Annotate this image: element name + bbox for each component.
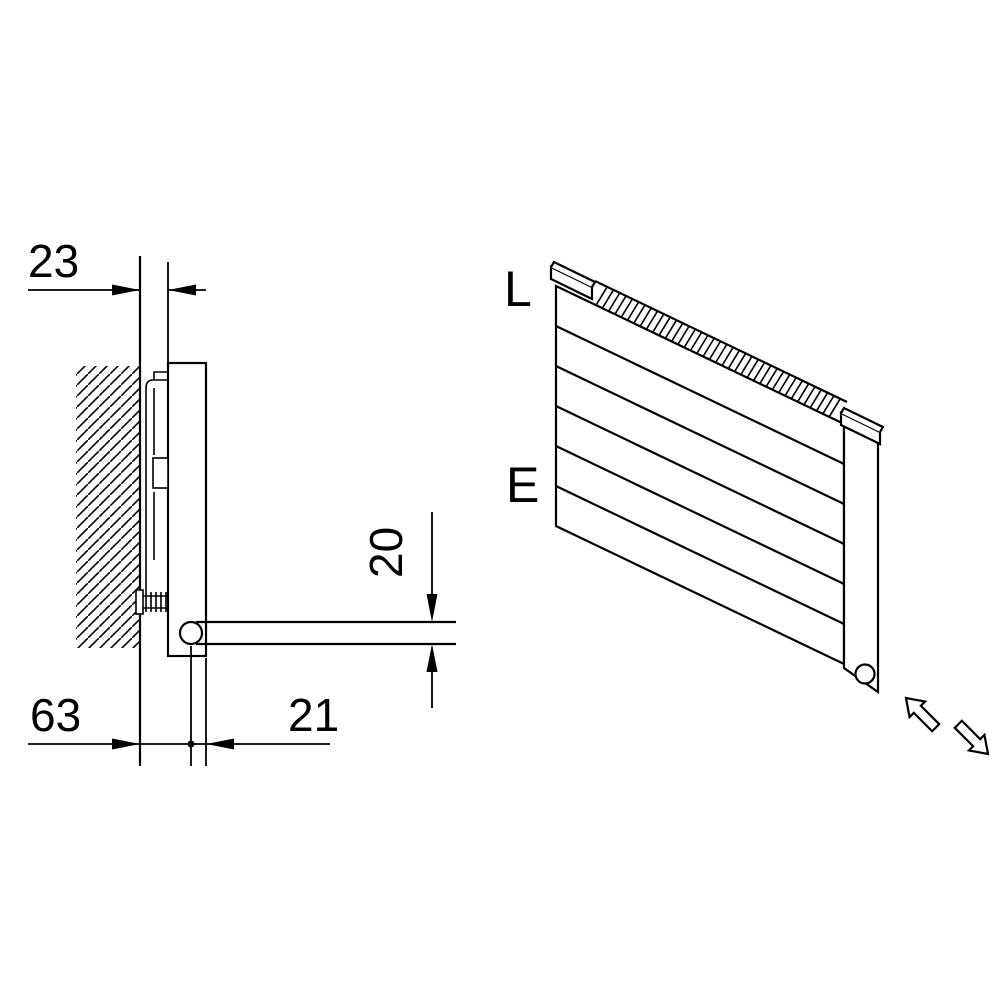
arrowhead-left-icon [168, 284, 196, 296]
pipe-lines [196, 620, 456, 646]
dim-pipe-spacing: 20 [360, 512, 438, 708]
dim-label-pipe-spacing: 20 [360, 527, 412, 578]
wall-hatch [76, 366, 140, 648]
radiator-iso-left-cap [549, 260, 597, 301]
dim-bottom-chain: 63 21 [28, 646, 339, 766]
slat-line [555, 325, 845, 465]
radiator-iso-slats [555, 325, 845, 625]
side-view [76, 256, 456, 766]
arrowhead-left-icon [206, 738, 234, 750]
radiator-iso-right-cap [839, 406, 885, 446]
arrowhead-up-icon [426, 644, 438, 672]
bracket-outer-profile [145, 379, 168, 592]
dim-chain-dot [187, 740, 195, 748]
radiator-iso-side-face [842, 422, 880, 695]
bracket-top-hook [153, 371, 168, 380]
dim-label-wall-to-valve: 63 [30, 689, 81, 741]
slat-line [555, 445, 845, 585]
valve-circle [178, 620, 204, 646]
slat-line [555, 485, 845, 625]
flow-direction-arrows [904, 696, 990, 756]
label-L: L [504, 261, 532, 317]
screw-head [135, 589, 144, 615]
tapping-hole-circle [854, 663, 876, 685]
dim-label-wall-gap: 23 [28, 235, 79, 287]
arrow-down-right-icon [953, 719, 990, 756]
arrow-up-left-icon [904, 696, 941, 733]
arrowhead-down-icon [426, 594, 438, 622]
left-cap-front [549, 265, 594, 301]
arrowhead-right-icon [112, 738, 140, 750]
dim-label-valve-to-front: 21 [288, 689, 339, 741]
arrowhead-right-icon [112, 284, 140, 296]
radiator-iso-back-top-edge [594, 280, 848, 403]
left-cap-top [550, 260, 597, 288]
right-cap-top [840, 406, 885, 433]
screw-thread-ticks [145, 592, 167, 612]
dim-wall-clearance: 23 [28, 235, 206, 363]
dimension-annotations: 23 20 63 21 [28, 235, 438, 766]
slat-line [555, 405, 845, 545]
radiator-side-outline [166, 361, 208, 658]
iso-view: L E [504, 260, 885, 695]
radiator-iso-fins [595, 286, 841, 418]
label-E: E [506, 457, 539, 513]
mounting-bracket [135, 371, 169, 615]
slat-line [555, 365, 845, 505]
bracket-stud-clip [152, 457, 169, 489]
